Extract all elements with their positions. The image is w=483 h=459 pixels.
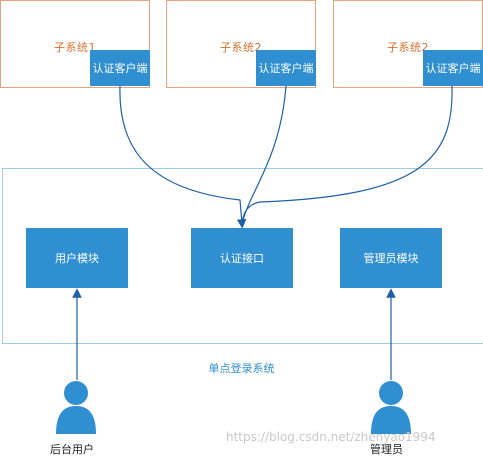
watermark: https://blog.csdn.net/zhenyao1994 <box>226 430 436 444</box>
auth-client-label: 认证客户端 <box>425 61 481 75</box>
subsystem-title: 子系统2 <box>220 41 262 54</box>
backend-user-label: 后台用户 <box>50 443 94 456</box>
subsystem-title: 子系统2 <box>387 41 429 54</box>
auth-client-3: 认证客户端 <box>423 50 483 86</box>
person-icon <box>56 381 96 434</box>
subsystem-1: 子系统1 <box>0 0 150 88</box>
person-icon <box>371 381 411 434</box>
auth-client-1: 认证客户端 <box>90 50 150 86</box>
auth-client-label: 认证客户端 <box>92 61 148 75</box>
connector-client2-to-auth <box>241 85 287 225</box>
sso-system-frame <box>2 168 483 344</box>
user-module-label: 用户模块 <box>55 252 99 265</box>
subsystem-title: 子系统1 <box>54 41 96 54</box>
auth-client-2: 认证客户端 <box>256 50 316 86</box>
auth-interface-label: 认证接口 <box>220 252 264 265</box>
sso-system-label: 单点登录系统 <box>208 362 275 375</box>
auth-interface: 认证接口 <box>191 228 293 288</box>
user-module: 用户模块 <box>26 228 128 288</box>
administrator-label: 管理员 <box>370 443 403 456</box>
connector-client1-to-auth <box>119 85 247 229</box>
admin-module-label: 管理员模块 <box>363 252 419 265</box>
connector-client3-to-auth <box>241 85 453 225</box>
admin-module: 管理员模块 <box>340 228 442 288</box>
auth-client-label: 认证客户端 <box>258 61 314 75</box>
